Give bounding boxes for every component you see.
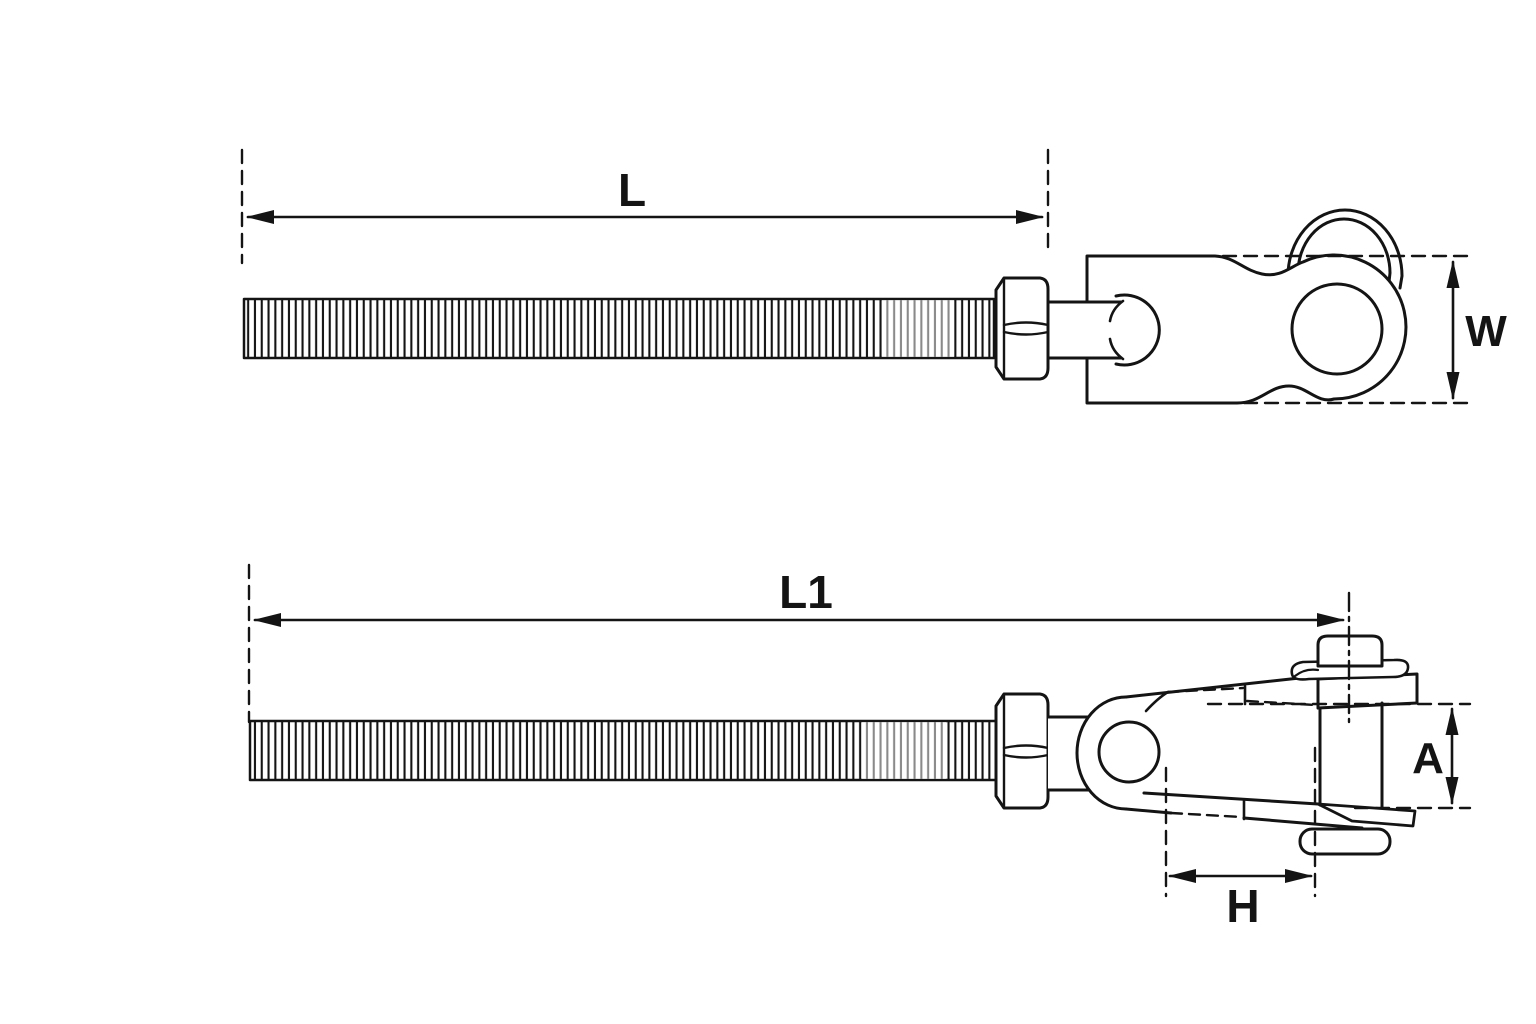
eye-hole — [1290, 282, 1384, 376]
clevis-pin — [1290, 634, 1419, 856]
ring — [1286, 208, 1404, 290]
dim-label-L: L — [618, 164, 646, 216]
construction-lines — [247, 563, 1472, 898]
threaded-rod-2 — [248, 719, 998, 782]
hex-nut-2 — [994, 692, 1050, 810]
eye-terminal-view: L W — [240, 148, 1507, 405]
dim-label-W: W — [1465, 307, 1507, 356]
l-dimension — [240, 148, 1050, 265]
dim-label-H: H — [1226, 880, 1259, 932]
pin-shaft — [1318, 701, 1384, 812]
l1-dimension — [253, 613, 1345, 627]
fork-pin-hole — [1097, 720, 1161, 784]
a-dimension — [1445, 707, 1459, 805]
dim-label-L1: L1 — [779, 566, 833, 618]
dim-label-A: A — [1412, 734, 1444, 783]
h-dimension — [1168, 869, 1313, 883]
jaw-terminal-view: L1 A H — [247, 563, 1472, 932]
w-dimension — [1446, 260, 1460, 400]
hex-nut — [994, 276, 1050, 381]
w-extension-lines — [1221, 254, 1470, 405]
pin-nut — [1298, 827, 1392, 856]
ball-swivel — [1046, 293, 1161, 367]
threaded-rod — [242, 297, 996, 360]
